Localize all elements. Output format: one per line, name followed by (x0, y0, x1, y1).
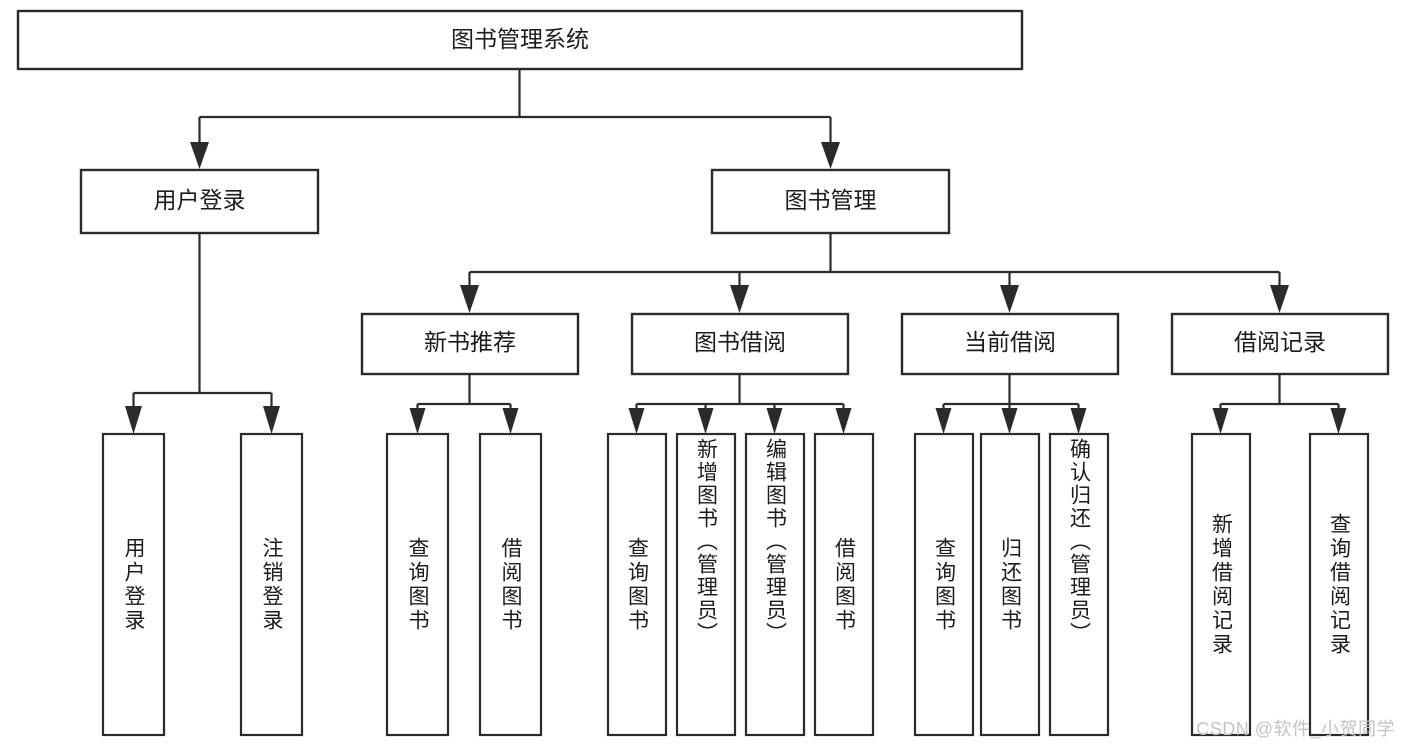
node-leaf-query-book-1-label: 查询图书 (406, 536, 429, 633)
arrow-user-login-to-leaf2 (263, 406, 280, 434)
arrow-nbr-to-leaf2 (502, 408, 519, 434)
node-new-book-rec[interactable]: 新书推荐 (360, 312, 580, 376)
node-leaf-logout-login-label: 注销登录 (260, 536, 283, 633)
node-leaf-add-record[interactable]: 新增借阅记录 (1190, 432, 1252, 737)
node-leaf-edit-book-box[interactable] (744, 432, 806, 737)
node-new-book-rec-box[interactable] (360, 312, 580, 376)
node-leaf-add-book[interactable]: 新增图书（管理员） (675, 432, 737, 737)
node-root-box[interactable] (16, 9, 1024, 71)
node-leaf-borrow-book-2-label: 借阅图书 (832, 536, 856, 633)
node-borrow-record-box[interactable] (1170, 312, 1390, 376)
node-leaf-query-book-3[interactable]: 查询图书 (913, 432, 975, 737)
node-leaf-logout-login-textbox: 注销登录 (260, 536, 283, 633)
arrow-bm-to-current-borrow (1000, 285, 1019, 313)
node-leaf-add-book-label: 新增图书（管理员） (694, 438, 718, 645)
node-leaf-add-book-textbox: 新增图书（管理员） (694, 438, 718, 645)
node-current-borrow-label: 当前借阅 (964, 329, 1056, 355)
node-book-borrow-label: 图书借阅 (694, 329, 786, 355)
node-leaf-confirm-return-label: 确认归还（管理员） (1067, 438, 1091, 645)
node-leaf-borrow-book-2[interactable]: 借阅图书 (813, 432, 875, 737)
node-leaf-query-book-2-textbox: 查询图书 (625, 536, 649, 633)
node-leaf-confirm-return[interactable]: 确认归还（管理员） (1048, 432, 1110, 737)
arrow-bm-to-new-book-rec (460, 285, 479, 313)
node-leaf-logout-login-box[interactable] (239, 432, 304, 737)
connector-layer (125, 69, 1347, 434)
node-user-login-box[interactable] (79, 168, 320, 235)
node-leaf-return-book-textbox: 归还图书 (998, 536, 1022, 633)
node-leaf-query-book-2[interactable]: 查询图书 (606, 432, 668, 737)
node-leaf-query-record[interactable]: 查询借阅记录 (1308, 432, 1370, 737)
node-leaf-confirm-return-textbox: 确认归还（管理员） (1067, 438, 1091, 645)
arrow-br-to-leaf1 (1212, 408, 1229, 434)
node-leaf-borrow-book-1-textbox: 借阅图书 (499, 536, 522, 633)
node-leaf-logout-login[interactable]: 注销登录 (239, 432, 304, 737)
arrow-cb-to-leaf1 (935, 408, 952, 434)
arrow-br-to-leaf2 (1330, 408, 1347, 434)
node-leaf-query-book-1-textbox: 查询图书 (406, 536, 429, 633)
arrow-bb-to-leaf3 (766, 408, 783, 434)
node-leaf-borrow-book-1-box[interactable] (478, 432, 543, 737)
node-leaf-add-record-textbox: 新增借阅记录 (1209, 512, 1233, 657)
arrow-bb-to-leaf2 (697, 408, 714, 434)
node-new-book-rec-label: 新书推荐 (424, 329, 516, 355)
csdn-watermark: CSDN @软件_小贺同学 (1196, 719, 1395, 739)
node-leaf-return-book-box[interactable] (979, 432, 1041, 737)
node-leaf-borrow-book-1-label: 借阅图书 (499, 536, 522, 633)
arrow-cb-to-leaf3 (1070, 408, 1087, 434)
node-leaf-borrow-book-2-textbox: 借阅图书 (832, 536, 856, 633)
node-root[interactable]: 图书管理系统 (16, 9, 1024, 71)
node-leaf-query-book-3-textbox: 查询图书 (932, 536, 956, 633)
node-leaf-confirm-return-box[interactable] (1048, 432, 1110, 737)
node-book-manage[interactable]: 图书管理 (710, 168, 951, 235)
node-leaf-query-book-1[interactable]: 查询图书 (385, 432, 450, 737)
node-leaf-edit-book-label: 编辑图书（管理员） (763, 438, 787, 645)
node-leaf-add-record-box[interactable] (1190, 432, 1252, 737)
node-current-borrow-box[interactable] (900, 312, 1120, 376)
node-leaf-query-book-3-box[interactable] (913, 432, 975, 737)
node-user-login-label: 用户登录 (154, 187, 246, 213)
arrow-user-login-to-leaf1 (125, 406, 142, 434)
node-book-manage-label: 图书管理 (785, 187, 877, 213)
node-leaf-add-book-box[interactable] (675, 432, 737, 737)
node-leaf-borrow-book-1[interactable]: 借阅图书 (478, 432, 543, 737)
node-user-login[interactable]: 用户登录 (79, 168, 320, 235)
node-leaf-return-book-label: 归还图书 (998, 536, 1022, 633)
node-leaf-borrow-book-2-box[interactable] (813, 432, 875, 737)
node-leaf-query-book-3-label: 查询图书 (932, 536, 956, 633)
node-leaf-return-book[interactable]: 归还图书 (979, 432, 1041, 737)
arrow-nbr-to-leaf1 (409, 408, 426, 434)
node-leaf-query-record-label: 查询借阅记录 (1327, 512, 1351, 657)
node-leaf-edit-book-textbox: 编辑图书（管理员） (763, 438, 787, 645)
node-current-borrow[interactable]: 当前借阅 (900, 312, 1120, 376)
node-leaf-query-book-2-box[interactable] (606, 432, 668, 737)
node-leaf-user-login-textbox: 用户登录 (122, 536, 145, 633)
node-leaf-user-login[interactable]: 用户登录 (101, 432, 166, 737)
arrow-bb-to-leaf4 (835, 408, 852, 434)
node-leaf-edit-book[interactable]: 编辑图书（管理员） (744, 432, 806, 737)
node-borrow-record-label: 借阅记录 (1234, 329, 1326, 355)
node-leaf-query-book-2-label: 查询图书 (625, 536, 649, 633)
arrow-root-to-user-login (190, 142, 209, 169)
node-book-borrow[interactable]: 图书借阅 (630, 312, 850, 376)
node-leaf-user-login-label: 用户登录 (122, 536, 145, 633)
arrow-cb-to-leaf2 (1001, 408, 1018, 434)
arrow-bm-to-borrow-record (1270, 285, 1289, 313)
node-root-label: 图书管理系统 (451, 26, 589, 52)
node-leaf-query-book-1-box[interactable] (385, 432, 450, 737)
node-leaf-query-record-textbox: 查询借阅记录 (1327, 512, 1351, 657)
arrow-bm-to-book-borrow (730, 285, 749, 313)
node-leaf-query-record-box[interactable] (1308, 432, 1370, 737)
node-leaf-add-record-label: 新增借阅记录 (1209, 512, 1233, 657)
node-book-borrow-box[interactable] (630, 312, 850, 376)
node-leaf-user-login-box[interactable] (101, 432, 166, 737)
arrow-bb-to-leaf1 (628, 408, 645, 434)
node-book-manage-box[interactable] (710, 168, 951, 235)
arrow-root-to-book-manage (821, 142, 840, 169)
node-borrow-record[interactable]: 借阅记录 (1170, 312, 1390, 376)
